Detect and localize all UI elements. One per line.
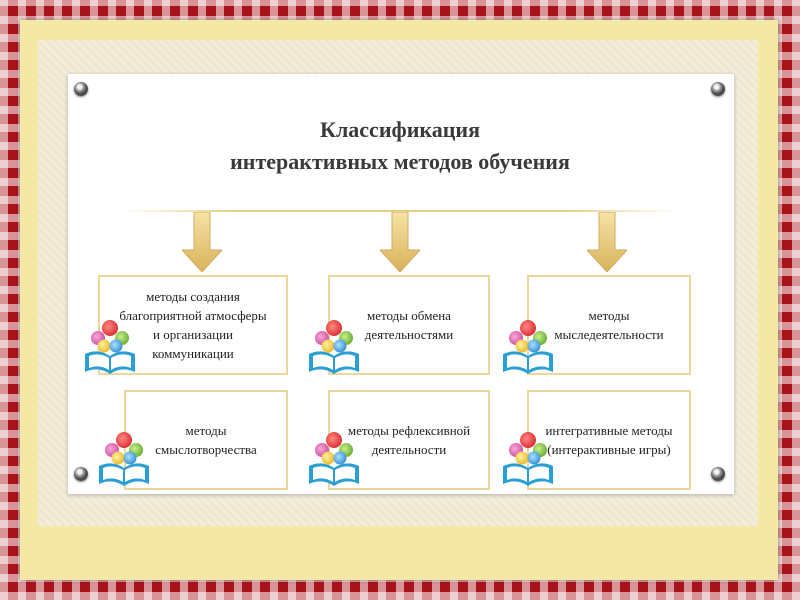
method-box-line: смыслотворчества: [155, 442, 257, 457]
method-box-line: методы обмена: [367, 308, 451, 323]
method-box-line: мыследеятельности: [554, 327, 664, 342]
diagram-title: Классификация интерактивных методов обуч…: [140, 114, 660, 178]
method-box-line: деятельности: [371, 442, 447, 457]
arrow-down-icon: [380, 212, 420, 272]
children-book-icon: [99, 432, 149, 486]
method-box-line: методы: [588, 308, 630, 323]
children-book-icon: [503, 320, 553, 374]
pin-icon: [74, 467, 88, 481]
method-box-line: методы рефлексивной: [347, 423, 471, 438]
method-box-line: интегративные методы: [545, 423, 673, 438]
pin-icon: [711, 82, 725, 96]
children-book-icon: [503, 432, 553, 486]
method-box: интегративные методы (интерактивные игры…: [527, 390, 691, 490]
method-box: методы мыследеятельности: [527, 275, 691, 375]
method-box-line: методы создания: [146, 289, 240, 304]
method-box-line: и организации: [152, 327, 233, 342]
method-box-line: деятельностями: [364, 327, 454, 342]
children-book-icon: [309, 320, 359, 374]
method-box-line: (интерактивные игры): [547, 442, 671, 457]
pin-icon: [74, 82, 88, 96]
divider-line: [122, 210, 678, 212]
title-line-2: интерактивных методов обучения: [230, 149, 570, 174]
method-box-line: коммуникации: [152, 346, 234, 361]
method-box-line: благоприятной атмосферы: [119, 308, 267, 323]
title-line-1: Классификация: [320, 117, 480, 142]
arrow-down-icon: [182, 212, 222, 272]
children-book-icon: [85, 320, 135, 374]
method-box: методы смыслотворчества: [124, 390, 288, 490]
children-book-icon: [309, 432, 359, 486]
pin-icon: [711, 467, 725, 481]
arrow-down-icon: [587, 212, 627, 272]
method-box-line: методы: [185, 423, 227, 438]
